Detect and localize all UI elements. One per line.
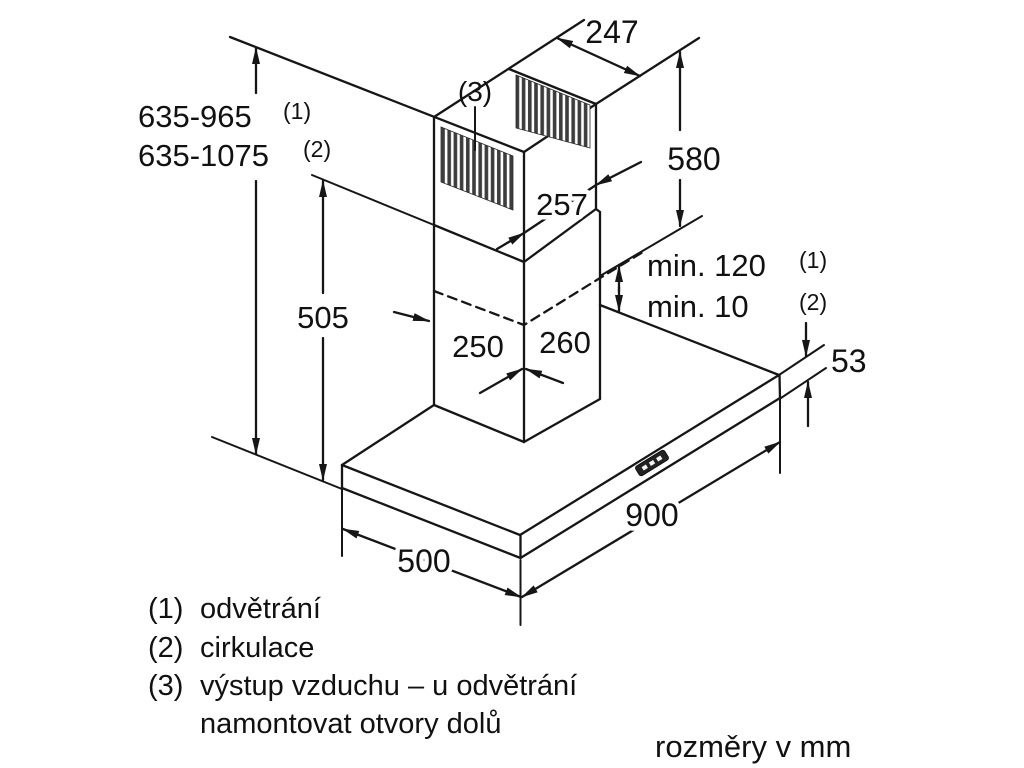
hood-depth-dimension-line (341, 527, 523, 599)
duct-back-right-edge (507, 67, 598, 106)
dim-duct-left-width: 250 (452, 329, 504, 364)
telescope-joint-dashed-line (432, 250, 645, 327)
extension-lines (211, 106, 827, 626)
dim-range-recirc: 635-1075 (138, 138, 269, 173)
legend-text-3: výstup vzduchu – u odvětrání (200, 670, 577, 702)
hood-back-right-edge (598, 303, 781, 377)
legend-ref-3: (3) (148, 670, 183, 702)
rear-vent-slots (515, 74, 591, 149)
hood-height-top-extension (778, 344, 825, 376)
section-step (594, 207, 602, 214)
dim-lower-section-height: 505 (297, 300, 349, 335)
duct-base-left-edge (432, 403, 526, 444)
dimension-labels: 247 635-965 (1) 635-1075 (2) (3) 580 257… (138, 14, 867, 584)
hood-back-left-edge (340, 403, 436, 467)
legend-text-1: odvětrání (200, 593, 321, 625)
dim-duct-right-width: 260 (539, 325, 591, 360)
hood-height-bottom-extension (780, 367, 827, 399)
hood-right-corner-edge (778, 373, 782, 400)
dim-hood-body-height: 53 (831, 343, 867, 379)
dim-top-width: 247 (585, 14, 638, 50)
legend-ref-2: (2) (148, 632, 183, 664)
hood-width-dimension-line (520, 440, 782, 599)
dim-min-recirc-ref: (2) (799, 289, 827, 315)
upper-width-arrow-right (594, 160, 643, 187)
top-width-dimension-line (555, 36, 642, 78)
dim-min-recirc: min. 10 (647, 289, 749, 324)
dim-upper-section-height: 580 (667, 141, 720, 177)
ref3-callout: (3) (458, 76, 492, 107)
dim-range-recirc-ref: (2) (303, 136, 331, 162)
hood-top-left-edge (340, 463, 522, 537)
duct-left-width-arrow (478, 367, 524, 395)
upper-section-bottom-extension (311, 174, 435, 226)
duct-left-edge-pointer (392, 310, 431, 323)
legend-text-2: cirkulace (200, 632, 314, 664)
dim-range-vent: 635-965 (138, 99, 252, 134)
duct-right-corner-extension (594, 36, 701, 106)
dim-range-vent-ref: (1) (283, 98, 311, 124)
dim-min-vent: min. 120 (647, 248, 766, 283)
dim-upper-duct-width: 257 (536, 187, 588, 222)
dim-hood-width: 900 (625, 497, 678, 533)
units-note: rozměry v mm (655, 729, 851, 764)
legend-ref-1: (1) (148, 593, 183, 625)
upper-section-bottom-left-edge (432, 223, 526, 264)
dimension-lines (252, 36, 812, 599)
upper-width-arrow-left (495, 231, 526, 251)
dim-min-vent-ref: (1) (799, 247, 827, 273)
upper-width-dimension-line (522, 183, 598, 235)
duct-base-right-edge (522, 397, 602, 444)
duct-right-width-arrow (524, 367, 565, 385)
front-vent-slots (440, 126, 514, 211)
dim-hood-depth: 500 (397, 543, 450, 579)
upper-section-bottom-right-edge (522, 207, 598, 264)
legend: (1) odvětrání (2) cirkulace (3) výstup v… (148, 593, 577, 740)
legend-text-3-continued: namontovat otvory dolů (200, 708, 501, 740)
